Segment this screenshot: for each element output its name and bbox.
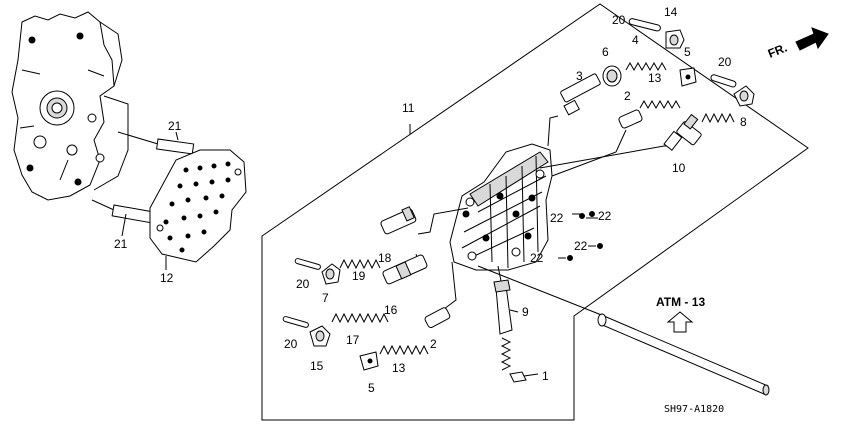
retainer-5-low (359, 351, 379, 371)
valve-10 (663, 113, 702, 151)
callout-10: 10 (672, 161, 686, 175)
valve-2-top (618, 109, 643, 129)
callout-8: 8 (740, 115, 747, 129)
valve-2-low (424, 307, 451, 329)
callout-15: 15 (310, 359, 324, 373)
cap-14 (665, 29, 685, 49)
callout-2-low: 2 (430, 337, 437, 351)
callout-20-mid: 20 (296, 277, 310, 291)
callout-leaders (121, 124, 539, 377)
cap-15 (309, 325, 331, 347)
valve-3 (560, 73, 601, 116)
callout-13-low: 13 (392, 361, 406, 375)
callout-9: 9 (522, 305, 529, 319)
shaft (597, 313, 770, 396)
callout-22-c: 22 (574, 239, 588, 253)
cap-7 (321, 263, 341, 285)
callout-1: 1 (542, 369, 549, 383)
pin-20-low (282, 316, 309, 328)
valve-body (449, 143, 553, 271)
spring-13-top (639, 99, 681, 110)
callout-16: 16 (384, 303, 398, 317)
callout-11: 11 (402, 101, 415, 115)
callout-19: 19 (352, 269, 366, 283)
diagram-code: SH97-A1820 (664, 404, 724, 415)
callout-20-low: 20 (284, 337, 298, 351)
sleeve-6 (602, 65, 622, 87)
callout-14: 14 (664, 5, 678, 19)
callout-6: 6 (602, 45, 609, 59)
dowel-pin-upper (117, 131, 195, 155)
atm-reference: ATM - 13 (656, 295, 705, 333)
atm-reference-label: ATM - 13 (656, 295, 705, 309)
pin-20-mid (294, 258, 321, 270)
spring-19 (339, 258, 381, 270)
retainer-5-top (679, 67, 697, 87)
separator-plate (149, 149, 247, 263)
spring-8 (701, 112, 735, 124)
front-marker-label: FR. (766, 41, 789, 61)
plug-9 (493, 279, 513, 335)
callout-18: 18 (378, 251, 392, 265)
valve-18 (380, 206, 417, 235)
callout-22-b: 22 (598, 209, 612, 223)
spring-13-low (379, 344, 429, 356)
front-marker: FR. (766, 27, 829, 61)
check-balls (567, 211, 603, 261)
cap-8 (733, 85, 755, 107)
callout-13-top: 13 (648, 71, 662, 85)
valve-16 (382, 254, 428, 285)
callout-21-lower: 21 (114, 237, 128, 251)
callout-22-d: 22 (530, 251, 544, 265)
callout-2-top: 2 (624, 89, 631, 103)
spring-17 (331, 312, 389, 324)
callout-3: 3 (576, 69, 583, 83)
pin-20-right (710, 74, 737, 88)
callout-5-low: 5 (368, 381, 375, 395)
pin-20-top (628, 18, 661, 32)
callout-22-a: 22 (550, 211, 564, 225)
transmission-housing (11, 11, 129, 201)
spring-4 (625, 61, 667, 72)
callout-7: 7 (322, 291, 329, 305)
callout-4: 4 (632, 33, 639, 47)
up-arrow-icon (666, 311, 694, 333)
callout-20-top: 20 (612, 13, 626, 27)
dowel-pin-lower (91, 199, 154, 224)
front-arrow-icon (795, 27, 829, 51)
part-callouts: 1 2 2 3 4 5 5 6 7 8 9 10 11 12 13 13 14 … (114, 5, 747, 395)
valve-body-assembly-outline (261, 3, 809, 421)
callout-12: 12 (160, 271, 174, 285)
shim-1 (509, 371, 527, 383)
callout-21-upper: 21 (168, 119, 182, 133)
callout-5-top: 5 (684, 45, 691, 59)
callout-20-right: 20 (718, 55, 732, 69)
spring-9 (500, 337, 512, 371)
callout-17: 17 (346, 333, 360, 347)
